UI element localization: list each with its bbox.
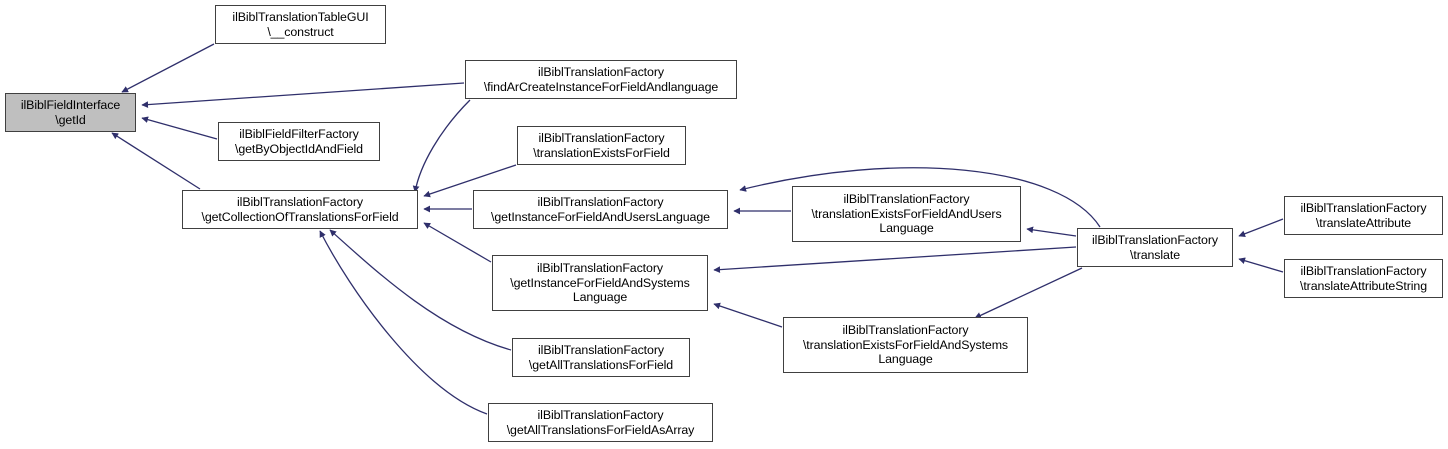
node-line-1: ilBiblTranslationFactory <box>538 342 664 357</box>
edge-translate-to-translationexistssystems <box>974 267 1083 319</box>
node-line-1: ilBiblTranslationFactory <box>538 64 664 79</box>
node-line-2: \findArCreateInstanceForFieldAndlanguage <box>483 79 719 94</box>
node-line-2: \translateAttributeString <box>1300 278 1427 293</box>
node-line-2: \translationExistsForFieldAndUsers <box>811 206 1002 221</box>
edge-translate-to-translationexistsusers <box>1026 226 1077 237</box>
node-ilBiblTranslationFactory-translationExistsForFieldAndSystemsLanguage[interactable]: ilBiblTranslationFactory \translationExi… <box>783 317 1028 373</box>
node-line-2: \getByObjectIdAndField <box>235 141 363 156</box>
node-line-2: \translate <box>1130 247 1180 262</box>
node-line-1: ilBiblTranslationFactory <box>538 130 665 145</box>
node-line-3: Language <box>572 290 628 305</box>
edge-translationexistssystems-to-getinstancesystems <box>713 302 783 328</box>
node-line-3: Language <box>879 221 934 236</box>
node-line-1: ilBiblTranslationTableGUI <box>232 9 369 24</box>
node-line-1: ilBiblTranslationFactory <box>843 192 970 207</box>
node-line-1: ilBiblTranslationFactory <box>537 194 664 209</box>
node-line-2: \getAllTranslationsForFieldAsArray <box>506 422 695 437</box>
node-line-2: \translationExistsForField <box>533 145 670 160</box>
edge-getalltranslations-to-getcollection <box>329 229 512 351</box>
node-ilBiblTranslationTableGUI-construct[interactable]: ilBiblTranslationTableGUI \__construct <box>215 5 386 44</box>
edge-translateattribute-to-translate <box>1238 218 1284 237</box>
edge-construct-to-getid <box>121 43 215 93</box>
node-line-1: ilBiblTranslationFactory <box>237 194 363 209</box>
edge-fieldfilter-to-getid <box>141 116 218 140</box>
node-line-1: ilBiblTranslationFactory <box>537 261 663 276</box>
node-ilBiblTranslationFactory-getAllTranslationsForFieldAsArray[interactable]: ilBiblTranslationFactory \getAllTranslat… <box>488 403 713 442</box>
node-line-1: ilBiblTranslationFactory <box>1300 263 1427 278</box>
node-ilBiblTranslationFactory-getInstanceForFieldAndSystemsLanguage[interactable]: ilBiblTranslationFactory \getInstanceFor… <box>492 255 708 311</box>
node-ilBiblTranslationFactory-getCollectionOfTranslationsForField[interactable]: ilBiblTranslationFactory \getCollectionO… <box>182 190 418 229</box>
node-line-1: ilBiblTranslationFactory <box>842 323 969 338</box>
node-line-2: \getAllTranslationsForField <box>528 357 674 372</box>
edge-getcollection-to-getid <box>111 132 201 190</box>
node-line-1: ilBiblTranslationFactory <box>1092 232 1218 247</box>
node-ilBiblTranslationFactory-translationExistsForFieldAndUsersLanguage[interactable]: ilBiblTranslationFactory \translationExi… <box>792 186 1021 242</box>
node-line-1: ilBiblFieldInterface <box>20 97 121 112</box>
edge-findarcreate-to-getid <box>141 82 465 108</box>
node-line-2: \translateAttribute <box>1315 215 1412 230</box>
node-ilBiblTranslationFactory-translationExistsForField[interactable]: ilBiblTranslationFactory \translationExi… <box>517 126 686 165</box>
node-line-2: \translationExistsForFieldAndSystems <box>802 337 1009 352</box>
node-line-2: \__construct <box>267 24 334 39</box>
node-ilBiblTranslationFactory-getAllTranslationsForField[interactable]: ilBiblTranslationFactory \getAllTranslat… <box>512 338 690 377</box>
node-ilBiblFieldFilterFactory-getByObjectIdAndField[interactable]: ilBiblFieldFilterFactory \getByObjectIdA… <box>218 122 380 161</box>
node-ilBiblTranslationFactory-findArCreateInstanceForFieldAndlanguage[interactable]: ilBiblTranslationFactory \findArCreateIn… <box>465 60 737 99</box>
node-ilBiblTranslationFactory-getInstanceForFieldAndUsersLanguage[interactable]: ilBiblTranslationFactory \getInstanceFor… <box>473 190 728 229</box>
node-line-2: \getInstanceForFieldAndSystems <box>510 275 690 290</box>
node-ilBiblFieldInterface-getId[interactable]: ilBiblFieldInterface \getId <box>5 93 136 132</box>
node-ilBiblTranslationFactory-translate[interactable]: ilBiblTranslationFactory \translate <box>1077 228 1233 267</box>
node-line-2: \getCollectionOfTranslationsForField <box>201 209 399 224</box>
node-line-1: ilBiblTranslationFactory <box>537 407 664 422</box>
edge-translate-to-getinstancesystems <box>713 246 1077 273</box>
node-ilBiblTranslationFactory-translateAttribute[interactable]: ilBiblTranslationFactory \translateAttri… <box>1284 196 1443 235</box>
node-line-1: ilBiblTranslationFactory <box>1300 200 1427 215</box>
node-line-1: ilBiblFieldFilterFactory <box>239 126 359 141</box>
node-line-2: \getId <box>55 112 86 127</box>
node-line-3: Language <box>878 352 933 367</box>
node-ilBiblTranslationFactory-translateAttributeString[interactable]: ilBiblTranslationFactory \translateAttri… <box>1284 259 1443 298</box>
edge-translateattributestring-to-translate <box>1238 257 1284 273</box>
edge-findarcreate-to-getcollection <box>412 99 471 193</box>
edge-getalltranslationsarray-to-getcollection <box>319 230 488 415</box>
node-line-2: \getInstanceForFieldAndUsersLanguage <box>491 209 710 224</box>
